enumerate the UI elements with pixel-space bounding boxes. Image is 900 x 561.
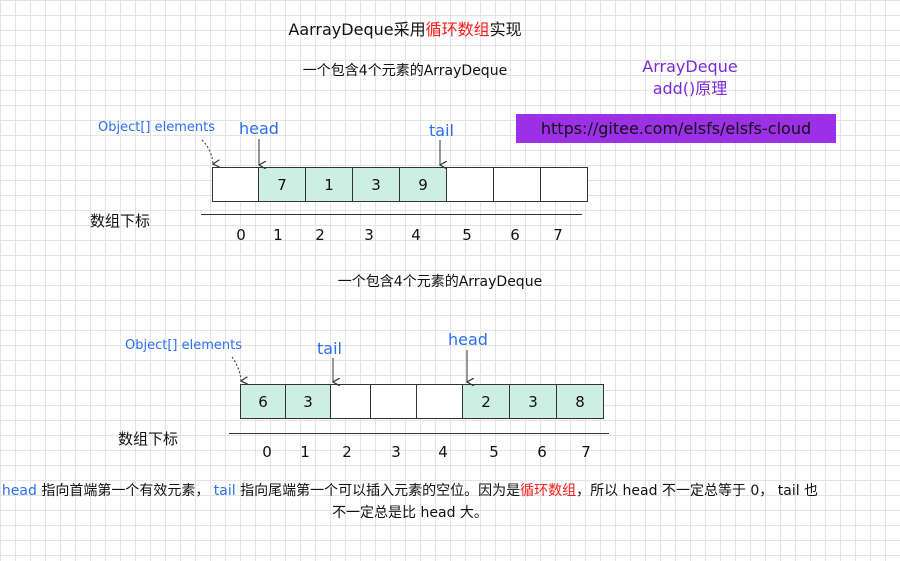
diagram2-elements-label: Object[] elements — [125, 338, 242, 353]
array-cell — [416, 384, 463, 419]
array-cell: 8 — [556, 384, 604, 419]
array-cell — [370, 384, 417, 419]
array-index: 2 — [315, 226, 325, 244]
array-index: 0 — [236, 226, 246, 244]
note-text-3: ，所以 head 不一定总等于 0， tail 也不一定总是比 head 大。 — [332, 483, 819, 521]
array-cell — [446, 167, 494, 202]
array-index: 1 — [300, 443, 310, 461]
d1-elements-arrow — [201, 139, 213, 164]
link-badge[interactable]: https://gitee.com/elsfs/elsfs-cloud — [516, 114, 836, 143]
title-suffix: 实现 — [489, 20, 522, 39]
array-cell: 3 — [509, 384, 557, 419]
array-cell: 7 — [258, 167, 306, 202]
array-index: 3 — [364, 226, 374, 244]
diagram2-baseline — [229, 433, 609, 434]
note-text-1: 指向首端第一个有效元素， — [36, 483, 214, 499]
array-cell: 3 — [285, 384, 331, 419]
note-text-2: 指向尾端第一个可以插入元素的空位。因为是 — [235, 483, 521, 499]
diagram2-subtitle: 一个包含4个元素的ArrayDeque — [337, 274, 543, 290]
array-index: 5 — [489, 443, 499, 461]
diagram1-subtitle: 一个包含4个元素的ArrayDeque — [302, 63, 508, 79]
array-cell — [540, 167, 588, 202]
diagram1-head-label: head — [239, 119, 279, 138]
side-title: ArrayDeque add()原理 — [620, 56, 760, 100]
array-index: 1 — [273, 226, 283, 244]
array-cell: 2 — [462, 384, 510, 419]
array-index: 7 — [581, 443, 591, 461]
title-highlight: 循环数组 — [425, 20, 490, 39]
array-index: 6 — [537, 443, 547, 461]
array-cell — [330, 384, 371, 419]
array-cell — [212, 167, 259, 202]
array-index: 3 — [391, 443, 401, 461]
diagram1-tail-label: tail — [429, 121, 454, 140]
diagram1-elements-label: Object[] elements — [98, 120, 215, 135]
array-index: 7 — [553, 226, 563, 244]
diagram-title: AarrayDeque采用循环数组实现 — [0, 16, 810, 40]
diagram2-head-label: head — [448, 330, 488, 349]
array-index: 4 — [438, 443, 448, 461]
note-head-word: head — [1, 483, 37, 499]
array-index: 2 — [342, 443, 352, 461]
note-tail-word: tail — [213, 483, 236, 499]
note-highlight: 循环数组 — [520, 483, 577, 499]
title-prefix: AarrayDeque采用 — [288, 20, 426, 39]
diagram1-index-label: 数组下标 — [90, 212, 151, 230]
array-index: 4 — [411, 226, 421, 244]
array-cell: 6 — [240, 384, 286, 419]
array-cell: 3 — [352, 167, 400, 202]
diagram2-tail-label: tail — [317, 339, 342, 358]
array-index: 6 — [510, 226, 520, 244]
array-cell: 9 — [399, 167, 447, 202]
diagram2-index-label: 数组下标 — [118, 430, 179, 448]
side-title-line2: add()原理 — [652, 79, 728, 98]
array-index: 5 — [462, 226, 472, 244]
array-index: 0 — [262, 443, 272, 461]
array-cell: 1 — [305, 167, 353, 202]
explanation-note: head 指向首端第一个有效元素， tail 指向尾端第一个可以插入元素的空位。… — [0, 480, 820, 524]
side-title-line1: ArrayDeque — [642, 57, 738, 76]
diagram1-baseline — [201, 214, 582, 215]
array-cell — [493, 167, 541, 202]
d2-elements-arrow — [231, 356, 241, 381]
